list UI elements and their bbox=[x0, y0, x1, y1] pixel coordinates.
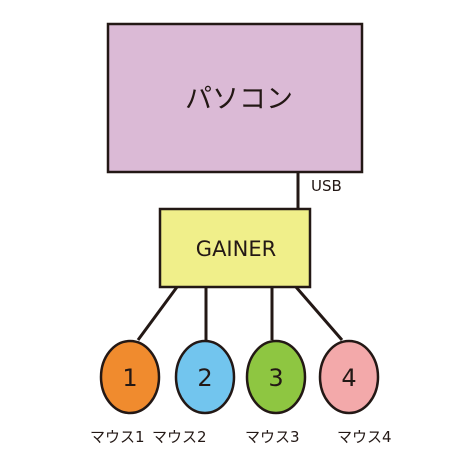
gainer-box bbox=[158, 207, 312, 289]
mouse-2: 2 マウス2 bbox=[152, 339, 236, 446]
mouse-1: 1 マウス1 bbox=[90, 339, 161, 446]
mouse-4: 4 マウス4 bbox=[318, 339, 392, 446]
pc-label: パソコン bbox=[185, 84, 293, 115]
mouse-2-label: マウス2 bbox=[152, 428, 207, 446]
mouse-1-body bbox=[99, 339, 161, 415]
mouse-4-body bbox=[318, 339, 380, 415]
cable-mouse-4 bbox=[294, 286, 344, 341]
cable-mouse-1 bbox=[136, 286, 179, 341]
mouse-4-number: 4 bbox=[341, 364, 356, 392]
mouse-2-body bbox=[174, 339, 236, 415]
gainer-node: GAINER bbox=[158, 207, 312, 289]
pc-node: パソコン bbox=[106, 22, 364, 174]
mouse-3-label: マウス3 bbox=[245, 428, 300, 446]
pc-box bbox=[106, 22, 364, 174]
mouse-4-label: マウス4 bbox=[337, 428, 392, 446]
mouse-3: 3 マウス3 bbox=[245, 339, 307, 446]
mouse-3-body bbox=[245, 339, 307, 415]
connectors bbox=[136, 172, 344, 341]
mouse-2-number: 2 bbox=[197, 364, 212, 392]
mouse-3-number: 3 bbox=[268, 364, 283, 392]
gainer-label: GAINER bbox=[196, 237, 276, 261]
usb-label: USB bbox=[311, 177, 342, 195]
mouse-1-label: マウス1 bbox=[90, 428, 145, 446]
mouse-1-number: 1 bbox=[122, 364, 137, 392]
